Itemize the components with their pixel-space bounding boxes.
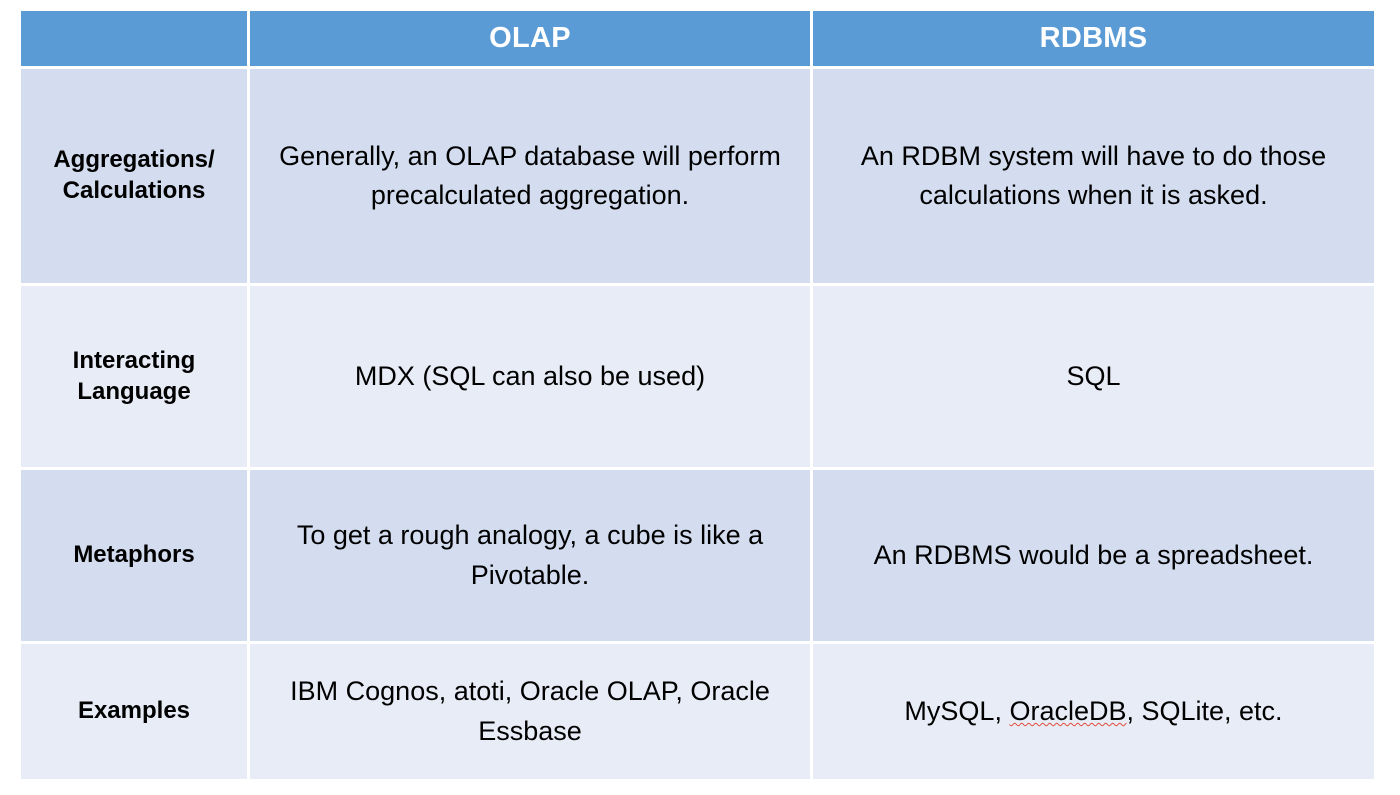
row-rdbms-text-suffix: , SQLite, etc.: [1126, 695, 1283, 726]
row-rdbms-cell: An RDBMS would be a spreadsheet.: [813, 470, 1374, 641]
row-rdbms-cell: SQL: [813, 286, 1374, 467]
row-label-cell: Metaphors: [21, 470, 247, 641]
spellcheck-misspelled-word: OracleDB: [1009, 695, 1127, 726]
row-rdbms-text: MySQL, OracleDB, SQLite, etc.: [882, 692, 1304, 731]
row-label-line-2: Calculations: [62, 177, 206, 204]
row-olap-cell: IBM Cognos, atoti, Oracle OLAP, Oracle E…: [250, 644, 810, 779]
row-label-line-1: Interacting: [72, 346, 196, 374]
row-label-text: Interacting Language: [67, 346, 202, 407]
row-olap-text: To get a rough analogy, a cube is like a…: [296, 520, 764, 590]
row-label-text: Aggregations/ Calculations: [47, 145, 220, 206]
row-rdbms-text-prefix: MySQL,: [904, 695, 1010, 726]
row-label-line-2: Language: [77, 377, 191, 405]
row-olap-text: Generally, an OLAP database will perform…: [279, 140, 781, 210]
row-olap-text: IBM Cognos, atoti, Oracle OLAP, Oracle E…: [290, 676, 770, 746]
row-label-line-1: Aggregations/: [53, 146, 215, 174]
table-row: Metaphors To get a rough analogy, a cube…: [21, 470, 1374, 641]
table-header-cell-corner: [21, 11, 247, 66]
row-rdbms-text: An RDBMS would be a spreadsheet.: [873, 539, 1314, 570]
row-label-cell: Interacting Language: [21, 286, 247, 467]
row-rdbms-text: An RDBM system will have to do those cal…: [860, 140, 1327, 210]
row-olap-text: MDX (SQL can also be used): [354, 360, 706, 391]
row-label-cell: Examples: [21, 644, 247, 779]
row-label-cell: Aggregations/ Calculations: [21, 69, 247, 283]
row-olap-cell: MDX (SQL can also be used): [250, 286, 810, 467]
row-rdbms-cell: MySQL, OracleDB, SQLite, etc.: [813, 644, 1374, 779]
row-rdbms-text: SQL: [1066, 360, 1121, 391]
table-row: Examples IBM Cognos, atoti, Oracle OLAP,…: [21, 644, 1374, 779]
table-row: Interacting Language MDX (SQL can also b…: [21, 286, 1374, 467]
table-row: Aggregations/ Calculations Generally, an…: [21, 69, 1374, 283]
row-label-text: Metaphors: [73, 541, 195, 569]
table-header-cell-olap: OLAP: [250, 11, 810, 66]
table-header-cell-rdbms: RDBMS: [813, 11, 1374, 66]
comparison-table: OLAP RDBMS Aggregations/ Calculations Ge…: [21, 11, 1374, 779]
row-olap-cell: To get a rough analogy, a cube is like a…: [250, 470, 810, 641]
row-rdbms-cell: An RDBM system will have to do those cal…: [813, 69, 1374, 283]
row-olap-cell: Generally, an OLAP database will perform…: [250, 69, 810, 283]
row-label-text: Examples: [77, 697, 191, 725]
table-header-row: OLAP RDBMS: [21, 11, 1374, 66]
